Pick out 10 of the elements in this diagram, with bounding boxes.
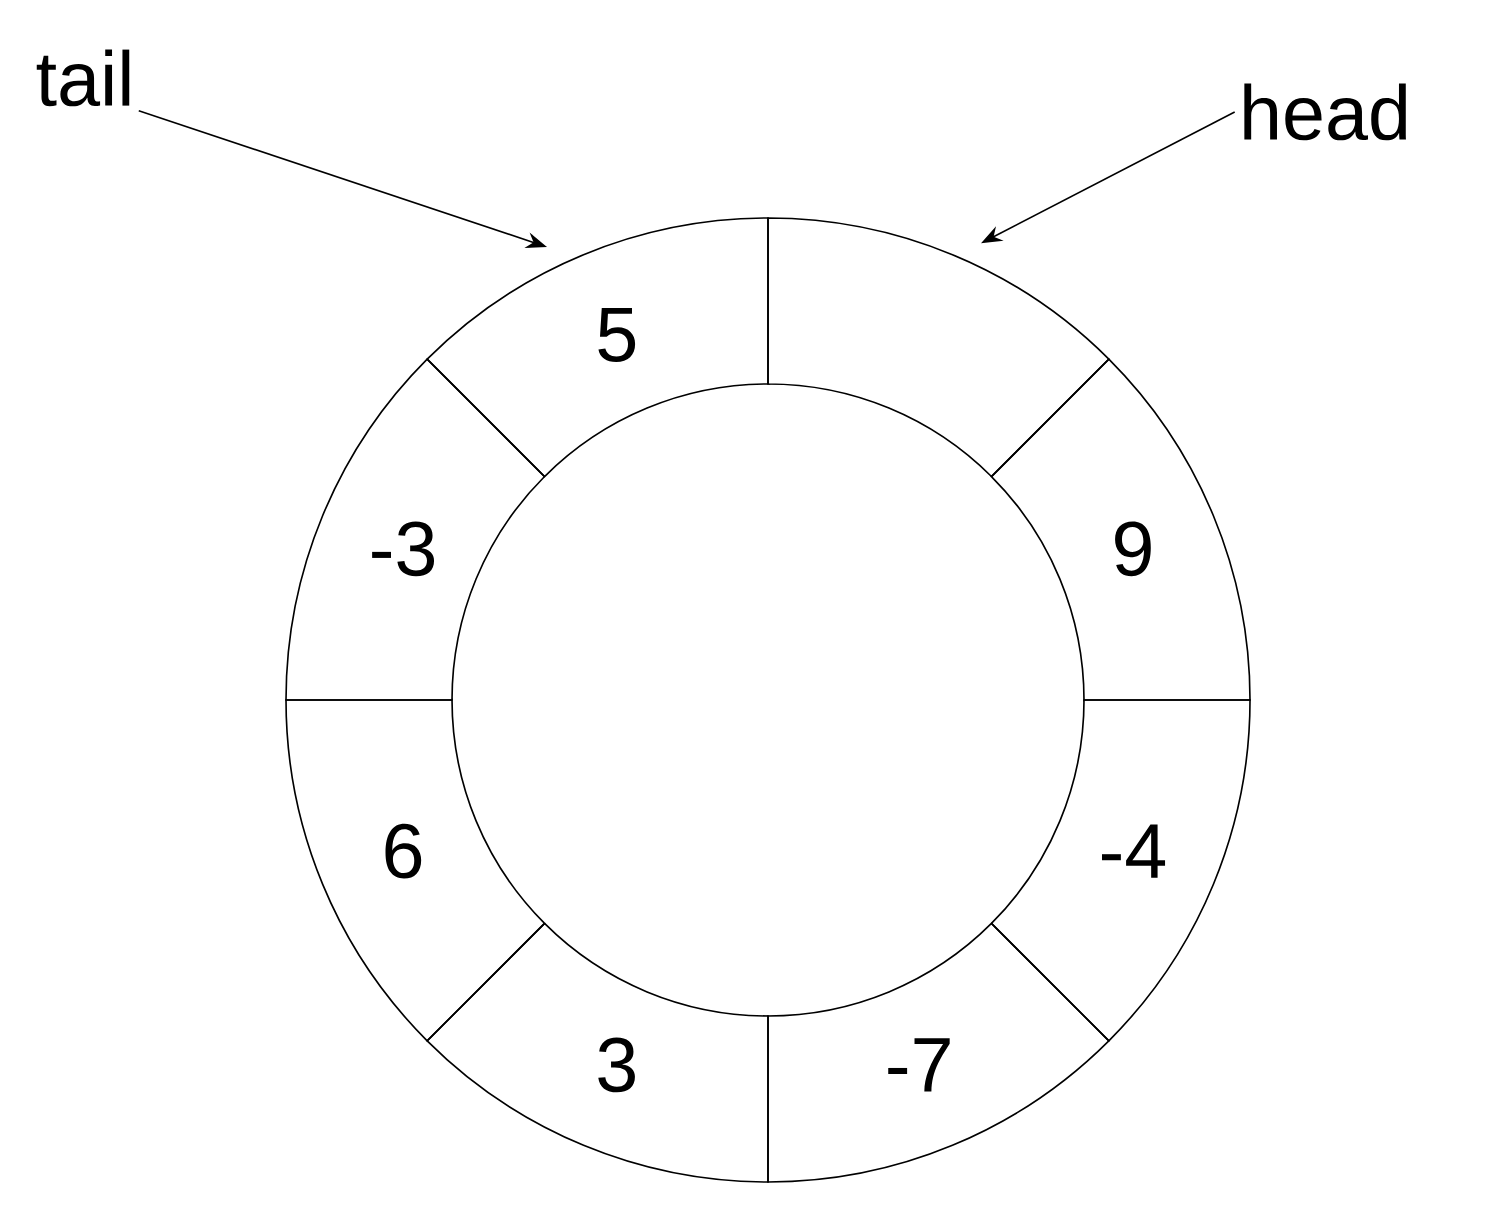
ring-segment: -3 bbox=[285, 358, 546, 701]
pointer-label: head bbox=[1244, 83, 1406, 141]
ring-segment: 9 bbox=[990, 358, 1251, 701]
ring-segment bbox=[767, 217, 1110, 478]
ring-segment: -7 bbox=[767, 922, 1110, 1183]
pointer-label: tail bbox=[36, 49, 130, 107]
ring-segment: 6 bbox=[285, 699, 546, 1042]
ring-segment: 3 bbox=[426, 922, 769, 1183]
ring-segment: 5 bbox=[426, 217, 769, 478]
ring-segment: -4 bbox=[990, 699, 1251, 1042]
